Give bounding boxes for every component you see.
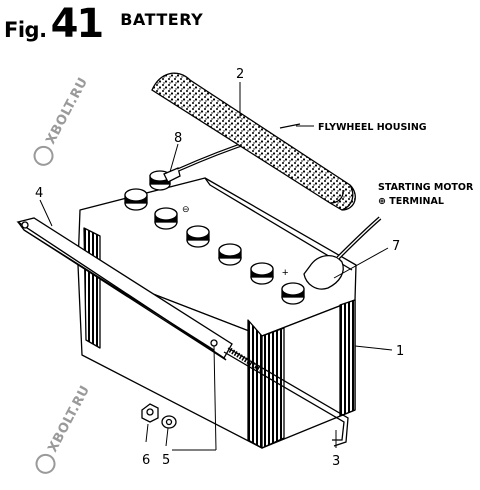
vent-cap: [218, 243, 242, 266]
note-starting-motor: STARTING MOTOR: [378, 182, 474, 193]
vent-cap: [154, 207, 178, 230]
leader-lines: [39, 82, 393, 451]
callout-7: 7: [392, 239, 400, 254]
callout-4: 4: [35, 186, 43, 201]
nut: [141, 403, 159, 423]
callout-8: 8: [174, 131, 182, 146]
battery-case: ⊖ +: [77, 177, 357, 449]
callout-3: 3: [332, 454, 340, 469]
note-flywheel-housing: FLYWHEEL HOUSING: [318, 122, 427, 133]
figure-title: BATTERY: [120, 10, 204, 29]
figure-header: Fig. 41 BATTERY: [4, 1, 204, 47]
svg-text:⊖: ⊖: [182, 204, 190, 214]
vent-cap: [186, 225, 210, 248]
callout-1: 1: [396, 344, 404, 359]
vent-cap: [281, 282, 305, 305]
vent-caps: [124, 188, 305, 305]
callout-5: 5: [162, 453, 170, 468]
vent-cap: [124, 188, 148, 211]
washer: [161, 415, 177, 429]
note-terminal: ⊕ TERMINAL: [378, 196, 444, 207]
figure-label: Fig.: [4, 18, 47, 42]
svg-text:+: +: [282, 267, 288, 279]
j-bolt: [223, 347, 349, 447]
callout-2: 2: [236, 67, 244, 82]
figure-number: 41: [50, 1, 105, 47]
clamp-bar: [16, 217, 233, 361]
vent-cap: [250, 262, 274, 285]
positive-terminal-cable: [279, 123, 382, 290]
callout-6: 6: [142, 453, 150, 468]
battery-cover: [151, 72, 356, 211]
